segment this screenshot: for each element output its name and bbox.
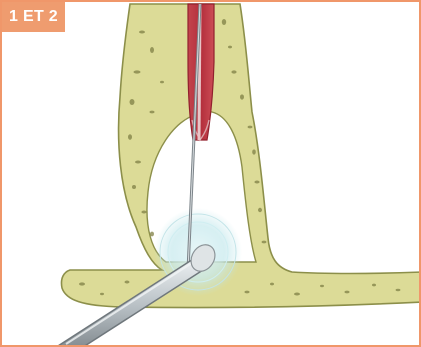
root-canal <box>188 4 214 140</box>
bone-structure <box>61 4 421 307</box>
step-badge: 1 ET 2 <box>2 2 65 32</box>
